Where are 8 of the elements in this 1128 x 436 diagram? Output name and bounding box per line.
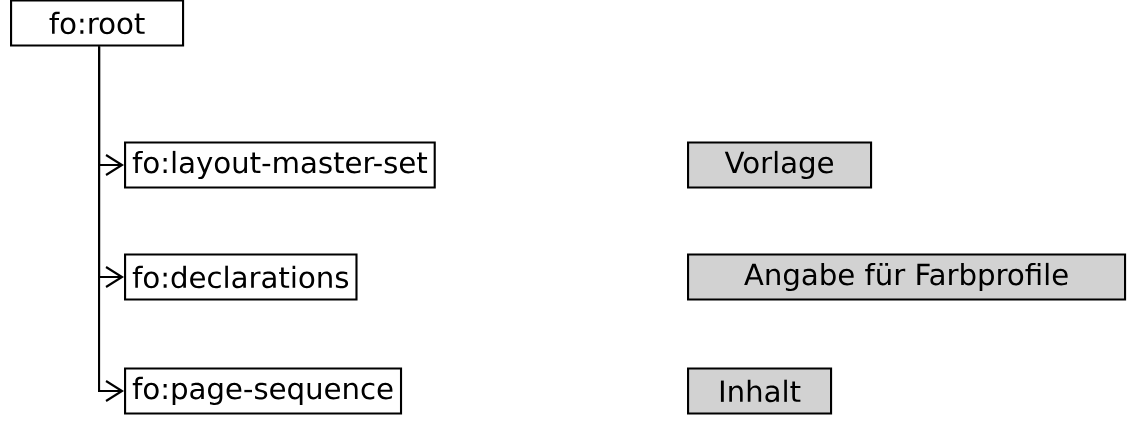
label-box: Angabe für Farbprofile <box>687 253 1127 301</box>
element-box: fo:root <box>10 0 185 47</box>
element-box: fo:layout-master-set <box>124 141 436 189</box>
element-box: fo:declarations <box>124 253 358 301</box>
element-box: fo:page-sequence <box>124 367 403 415</box>
arrow <box>98 46 124 402</box>
label-box: Vorlage <box>687 141 873 189</box>
label-box: Inhalt <box>687 367 833 415</box>
